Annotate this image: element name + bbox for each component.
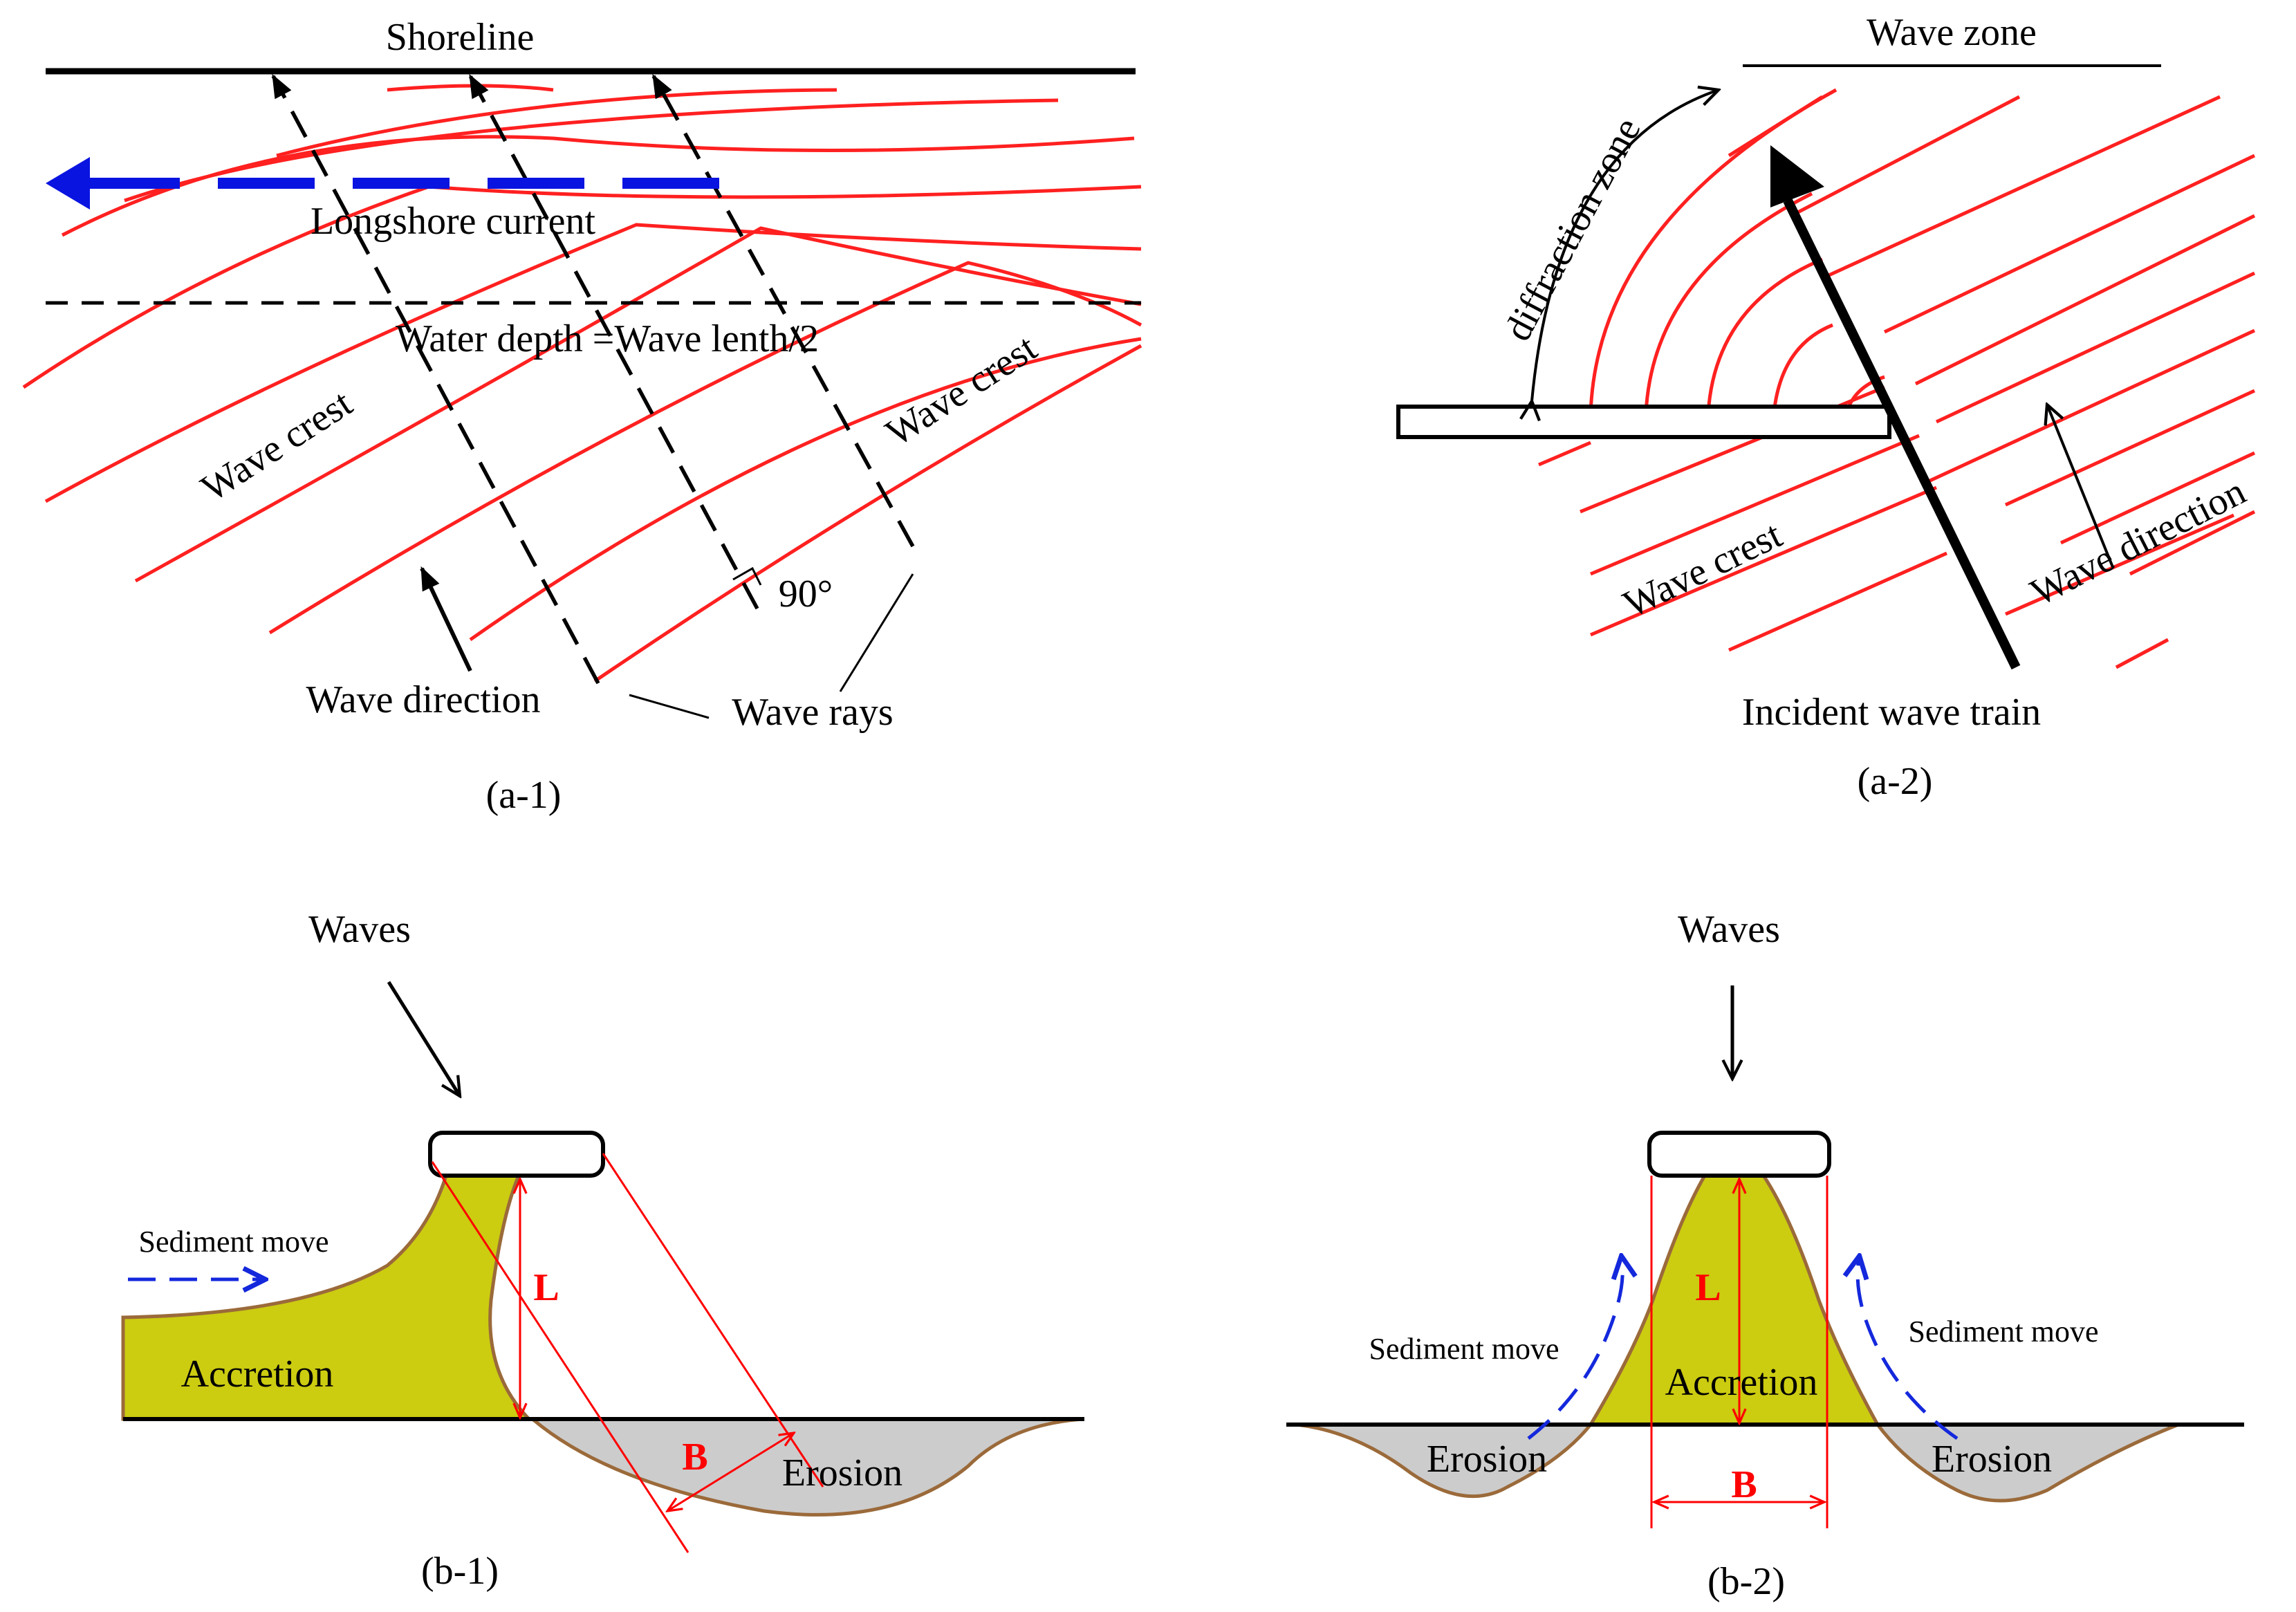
projection-line-right-b1 — [602, 1153, 824, 1488]
diffraction-zone-label: diffraction zone — [1496, 111, 1649, 348]
erosion-label-right-b2: Erosion — [1932, 1438, 2052, 1481]
wave-rays-a1 — [271, 74, 915, 685]
projection-line-left-b1 — [431, 1161, 689, 1553]
panel-a2: Wave zone diff — [1396, 11, 2256, 803]
caption-b1: (b-1) — [421, 1550, 499, 1593]
breakwater-a2 — [1396, 405, 1891, 439]
breadth-label-b2: B — [1731, 1463, 1757, 1506]
wave-zone-label: Wave zone — [1867, 11, 2037, 54]
sediment-move-label-b1: Sediment move — [139, 1225, 329, 1259]
right-angle-mark — [732, 566, 762, 586]
breadth-label-b1: B — [682, 1436, 707, 1479]
length-label-b1: L — [533, 1266, 559, 1309]
wave-crest-label-right: Wave crest — [878, 326, 1044, 455]
longshore-arrowhead — [46, 157, 90, 210]
panel-b2: Waves L B Sediment move Sediment move Ac… — [1286, 908, 2244, 1603]
wave-rays-label: Wave rays — [732, 691, 893, 734]
waves-label-b1: Waves — [308, 908, 411, 951]
erosion-area-right-b2 — [1873, 1423, 2179, 1503]
length-label-b2: L — [1695, 1266, 1721, 1309]
waves-arrow-b1 — [387, 981, 460, 1096]
sediment-move-label-left-b2: Sediment move — [1369, 1332, 1559, 1366]
water-depth-label: Water depth =Wave lenth/2 — [396, 317, 819, 360]
sediment-move-label-right-b2: Sediment move — [1909, 1315, 2099, 1349]
wave-direction-arrow-a1 — [420, 566, 472, 672]
wave-rays-leader-1 — [629, 694, 710, 719]
waves-label-b2: Waves — [1678, 908, 1780, 951]
angle-label: 90° — [779, 573, 833, 615]
sediment-move-arrow-right-b2 — [1858, 1259, 1959, 1440]
wave-rays-leader-2 — [839, 573, 914, 692]
erosion-area-left-b2 — [1296, 1423, 1595, 1499]
wave-direction-label-a2: Wave direction — [2024, 470, 2252, 614]
diffraction-arc — [1532, 90, 1719, 401]
panel-a1: Shoreline Longshore current Water depth … — [22, 16, 1142, 817]
wave-crest-label-a2: Wave crest — [1617, 513, 1788, 627]
wave-crest-label-left: Wave crest — [194, 382, 360, 510]
caption-a2: (a-2) — [1858, 760, 1933, 803]
breakwater-b1 — [428, 1131, 605, 1178]
erosion-label-b1: Erosion — [782, 1452, 902, 1494]
accretion-label-b1: Accretion — [181, 1353, 334, 1396]
longshore-current-label: Longshore current — [311, 200, 596, 243]
incident-wave-train-label: Incident wave train — [1742, 691, 2041, 734]
wave-direction-arrow-a2 — [2047, 405, 2114, 568]
panel-b1: Waves Sediment move L B Accretion Erosio… — [121, 908, 1084, 1593]
incident-wave-arrowhead — [1770, 145, 1824, 207]
breadth-dimension-b1 — [667, 1433, 794, 1511]
shoreline-label: Shoreline — [386, 16, 535, 59]
accretion-label-b2: Accretion — [1665, 1361, 1818, 1404]
caption-a1: (a-1) — [486, 774, 562, 817]
caption-b2: (b-2) — [1707, 1560, 1785, 1603]
sediment-move-arrow-left-b2 — [1527, 1259, 1622, 1440]
wave-direction-label-a1: Wave direction — [306, 678, 540, 721]
incident-wave-arrow — [1783, 198, 2021, 670]
erosion-label-left-b2: Erosion — [1427, 1438, 1547, 1481]
breakwater-b2 — [1647, 1131, 1831, 1178]
